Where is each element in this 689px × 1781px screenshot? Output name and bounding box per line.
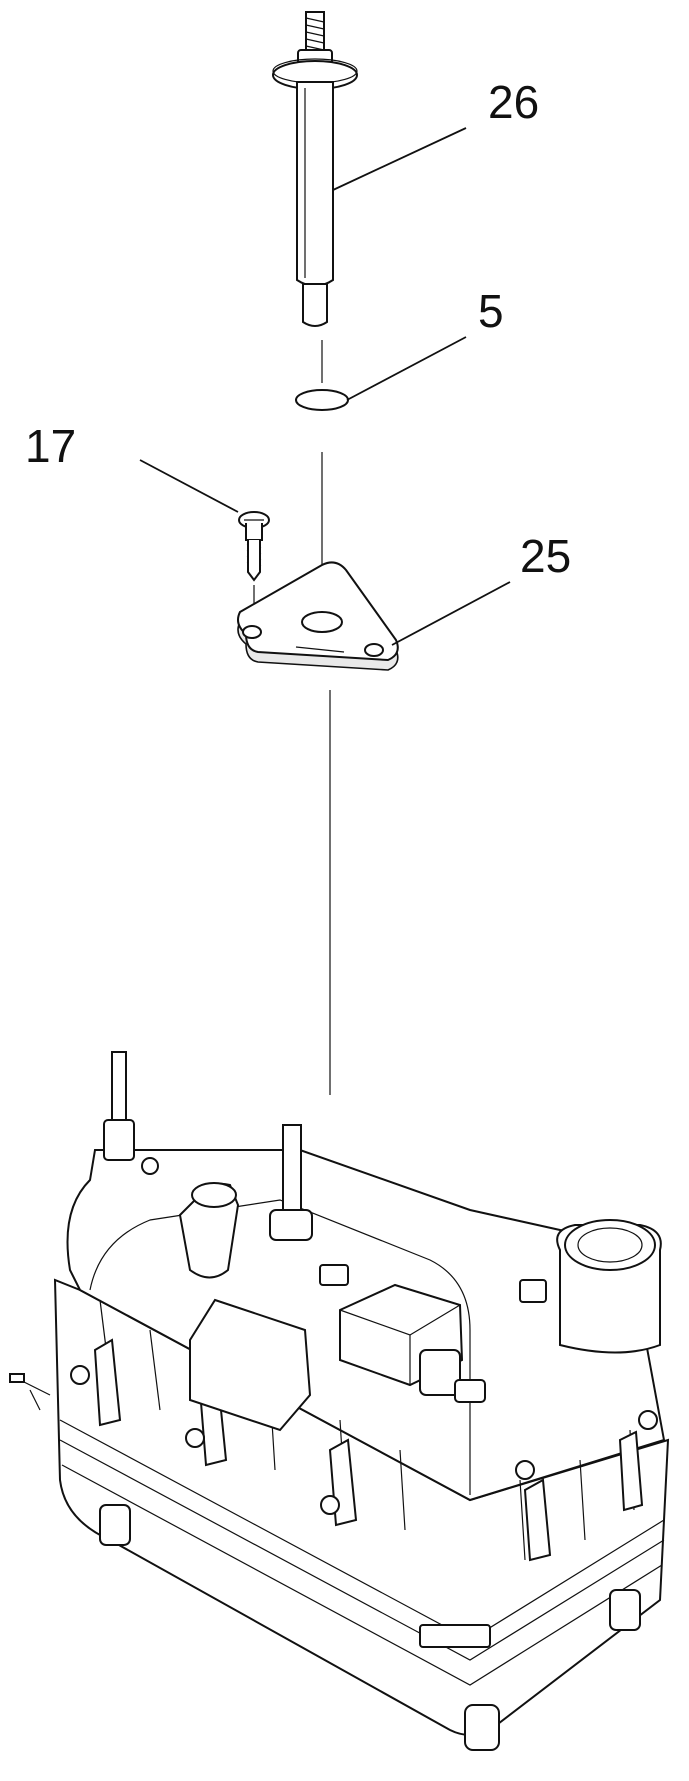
part-25-plate (237, 561, 399, 671)
callout-25: 25 (520, 530, 571, 582)
callout-26: 26 (488, 76, 539, 128)
part-5-oring (295, 389, 349, 411)
leader-17 (139, 459, 239, 513)
main-unit-assembly (9, 1051, 670, 1751)
callout-5: 5 (478, 285, 504, 337)
part-17-screw (238, 511, 270, 582)
leader-25 (391, 581, 511, 646)
callout-17: 17 (25, 420, 76, 472)
part-26-shaft (272, 11, 358, 327)
leader-5 (346, 336, 467, 401)
leader-26 (332, 127, 467, 191)
